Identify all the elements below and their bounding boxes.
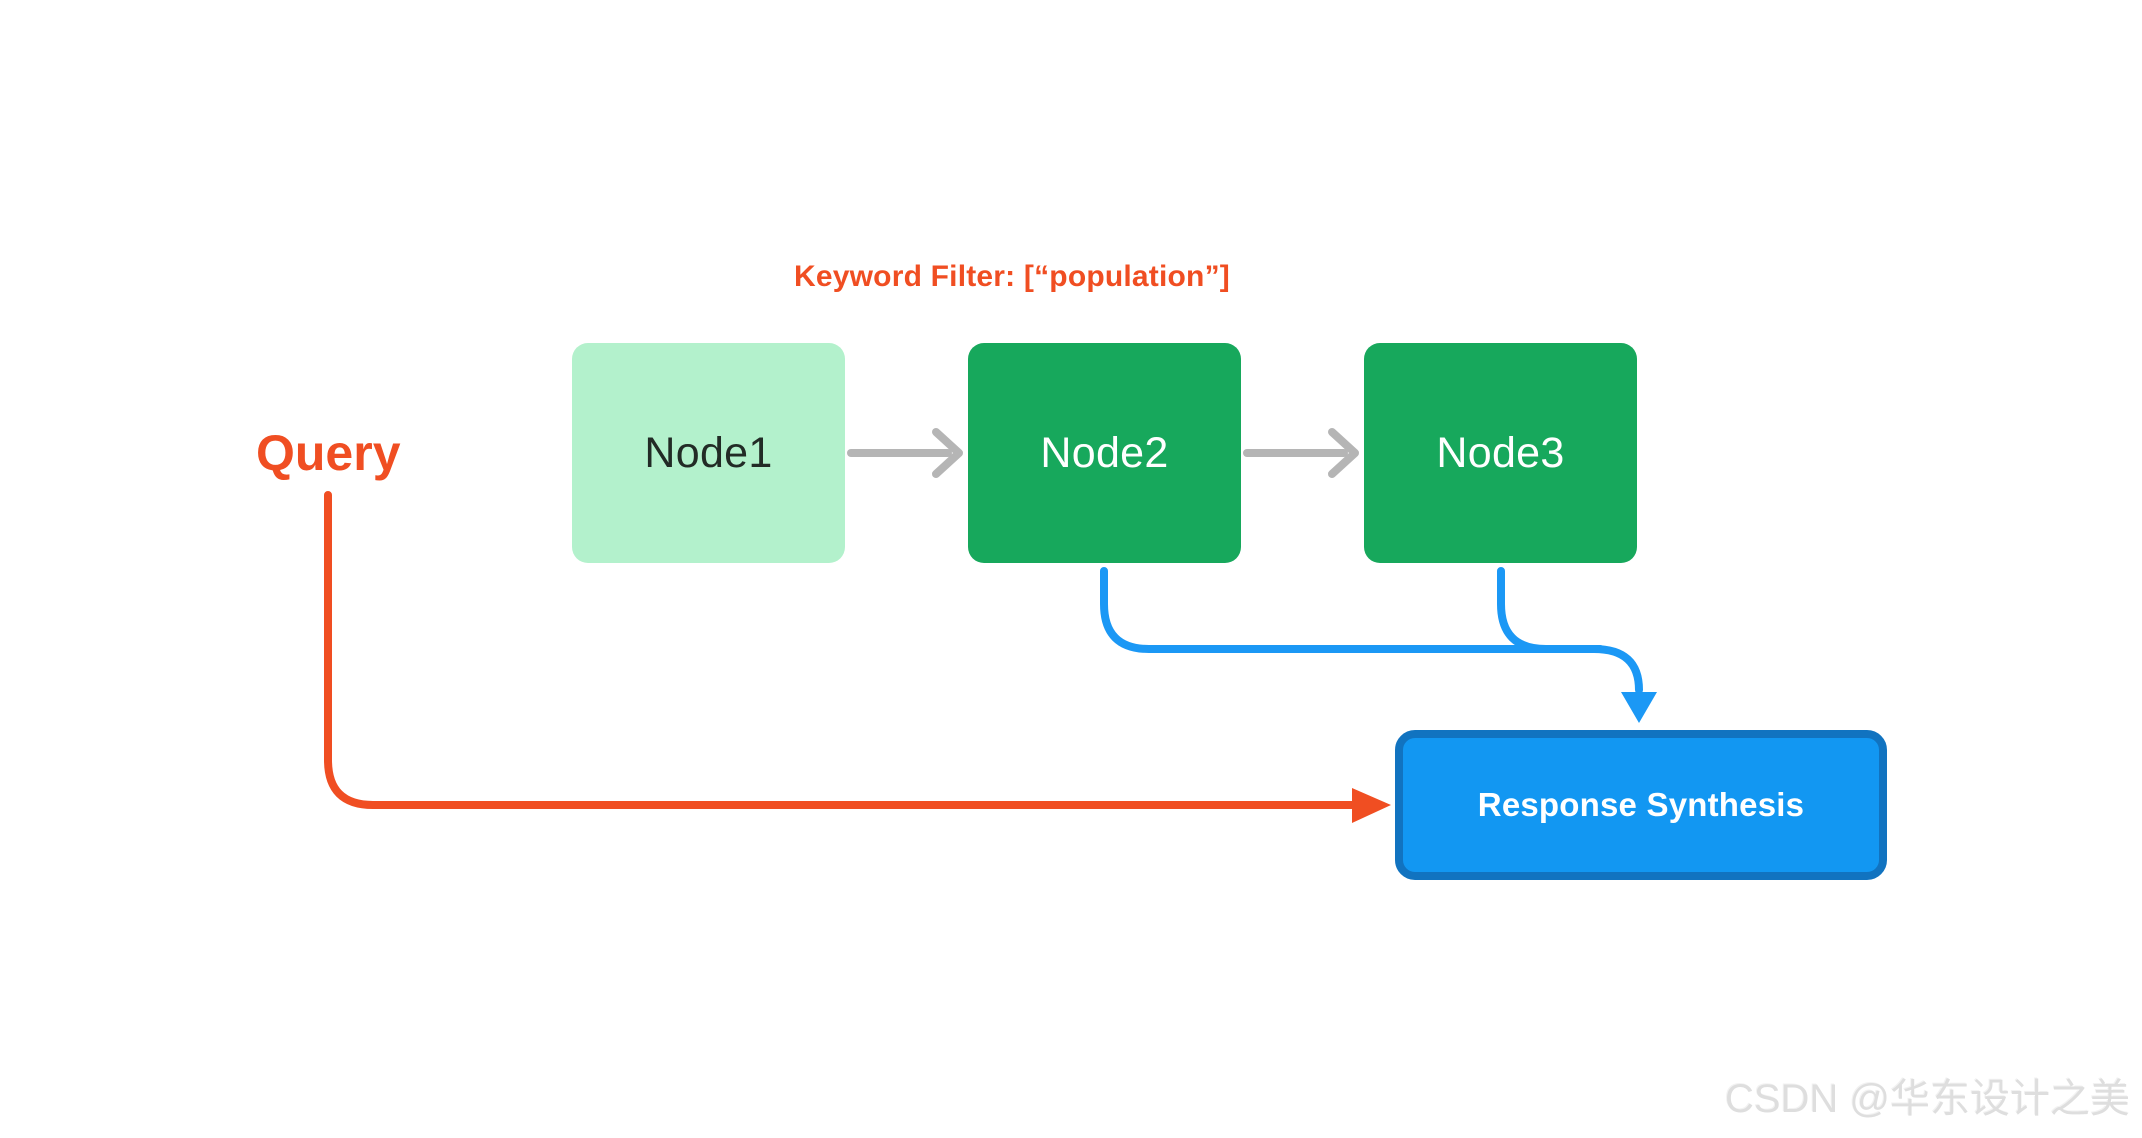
connector-node3-to-response [1497, 567, 1604, 653]
node-2: Node2 [968, 343, 1241, 563]
csdn-watermark: CSDN @华东设计之美 [1724, 1077, 2130, 1121]
node-1: Node1 [572, 343, 845, 563]
connector-node2-to-response [1100, 567, 1657, 723]
red-arrowhead-icon [1352, 788, 1391, 823]
query-label: Query [256, 425, 401, 481]
keyword-filter-label: Keyword Filter: [“population”] [794, 260, 1230, 293]
arrow-node2-to-node3-icon [1243, 428, 1359, 478]
blue-arrowhead-icon [1621, 692, 1657, 723]
response-synthesis-box: Response Synthesis [1395, 730, 1887, 880]
arrow-node1-to-node2-icon [847, 428, 963, 478]
node-3: Node3 [1364, 343, 1637, 563]
